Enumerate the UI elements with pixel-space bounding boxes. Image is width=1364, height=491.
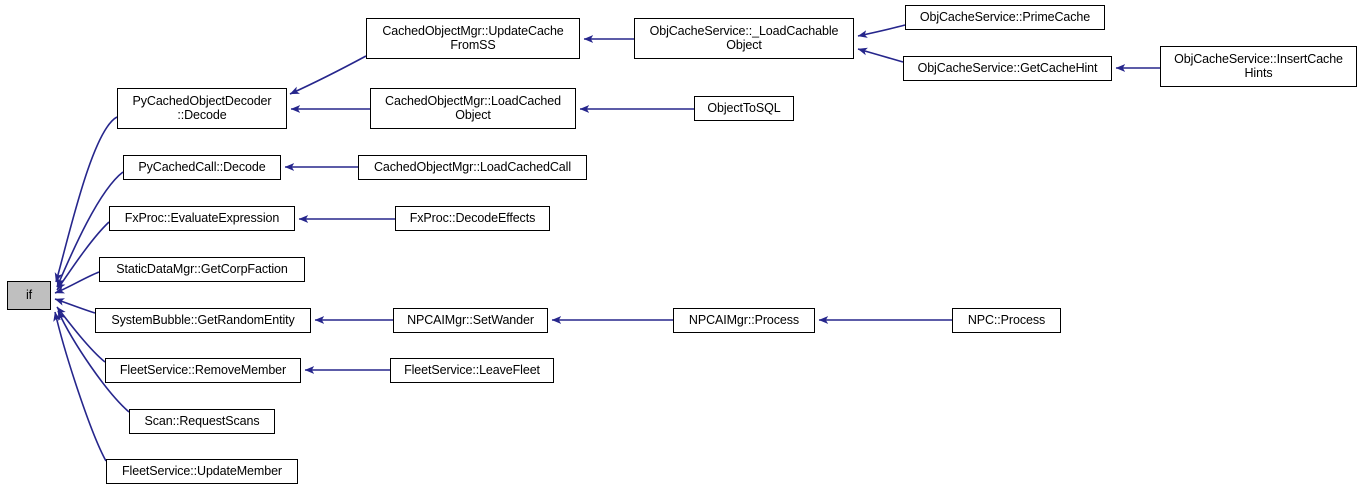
graph-node-label: PyCachedObjectDecoder ::Decode — [132, 94, 272, 122]
graph-node-label: Scan::RequestScans — [144, 413, 260, 428]
graph-node-systembubble_getrandomentity[interactable]: SystemBubble::GetRandomEntity — [95, 308, 311, 333]
graph-node-label: FxProc::EvaluateExpression — [124, 210, 280, 225]
graph-node-cachedobjectmgr_updatecachefromss[interactable]: CachedObjectMgr::UpdateCache FromSS — [366, 18, 580, 59]
graph-node-label: ObjectToSQL — [707, 100, 781, 115]
graph-edge — [289, 55, 367, 95]
graph-node-if[interactable]: if — [7, 281, 51, 310]
graph-node-cachedobjectmgr_loadcachedcall[interactable]: CachedObjectMgr::LoadCachedCall — [358, 155, 587, 180]
graph-node-label: ObjCacheService::InsertCache Hints — [1174, 52, 1343, 80]
graph-node-objcacheservice_insertcachehints[interactable]: ObjCacheService::InsertCache Hints — [1160, 46, 1357, 87]
graph-node-label: ObjCacheService::PrimeCache — [919, 9, 1091, 24]
graph-edge — [54, 298, 96, 314]
graph-node-pycachedobjectdecoder_decode[interactable]: PyCachedObjectDecoder ::Decode — [117, 88, 287, 129]
graph-node-fleetservice_leavefleet[interactable]: FleetService::LeaveFleet — [390, 358, 554, 383]
graph-node-staticdatamgr_getcorpfaction[interactable]: StaticDataMgr::GetCorpFaction — [99, 257, 305, 282]
graph-node-scan_requestscans[interactable]: Scan::RequestScans — [129, 409, 275, 434]
graph-edge — [53, 311, 107, 462]
graph-node-fleetservice_updatemember[interactable]: FleetService::UpdateMember — [106, 459, 298, 484]
graph-node-fxproc_evaluateexpression[interactable]: FxProc::EvaluateExpression — [109, 206, 295, 231]
graph-edge — [54, 271, 100, 294]
graph-node-objcacheservice_loadcachableobject[interactable]: ObjCacheService::_LoadCachable Object — [634, 18, 854, 59]
graph-node-npc_process[interactable]: NPC::Process — [952, 308, 1061, 333]
graph-edge — [857, 47, 904, 63]
graph-node-objcacheservice_primecache[interactable]: ObjCacheService::PrimeCache — [905, 5, 1105, 30]
graph-node-npcaimgr_setwander[interactable]: NPCAIMgr::SetWander — [393, 308, 548, 333]
graph-node-label: PyCachedCall::Decode — [138, 159, 266, 174]
graph-node-label: NPCAIMgr::SetWander — [407, 312, 534, 327]
graph-node-npcaimgr_process[interactable]: NPCAIMgr::Process — [673, 308, 815, 333]
graph-node-cachedobjectmgr_loadcachedobject[interactable]: CachedObjectMgr::LoadCached Object — [370, 88, 576, 129]
graph-node-label: FxProc::DecodeEffects — [409, 210, 536, 225]
graph-node-fxproc_decodeeffects[interactable]: FxProc::DecodeEffects — [395, 206, 550, 231]
graph-node-objcacheservice_getcachehint[interactable]: ObjCacheService::GetCacheHint — [903, 56, 1112, 81]
graph-node-label: if — [25, 287, 33, 302]
graph-node-label: CachedObjectMgr::LoadCached Object — [385, 94, 561, 122]
graph-node-label: FleetService::LeaveFleet — [404, 362, 540, 377]
graph-node-pycachedcall_decode[interactable]: PyCachedCall::Decode — [123, 155, 281, 180]
graph-node-label: ObjCacheService::GetCacheHint — [917, 60, 1098, 75]
graph-node-fleetservice_removemember[interactable]: FleetService::RemoveMember — [105, 358, 301, 383]
graph-node-label: SystemBubble::GetRandomEntity — [111, 312, 295, 327]
graph-node-label: NPCAIMgr::Process — [688, 312, 800, 327]
graph-node-label: CachedObjectMgr::UpdateCache FromSS — [382, 24, 564, 52]
graph-node-label: CachedObjectMgr::LoadCachedCall — [373, 159, 571, 174]
graph-edge — [857, 24, 906, 38]
graph-node-label: FleetService::RemoveMember — [119, 362, 287, 377]
graph-node-objecttosql[interactable]: ObjectToSQL — [694, 96, 794, 121]
graph-node-label: FleetService::UpdateMember — [122, 463, 282, 478]
graph-node-label: ObjCacheService::_LoadCachable Object — [649, 24, 839, 52]
graph-node-label: NPC::Process — [967, 312, 1046, 327]
graph-node-label: StaticDataMgr::GetCorpFaction — [116, 261, 288, 276]
